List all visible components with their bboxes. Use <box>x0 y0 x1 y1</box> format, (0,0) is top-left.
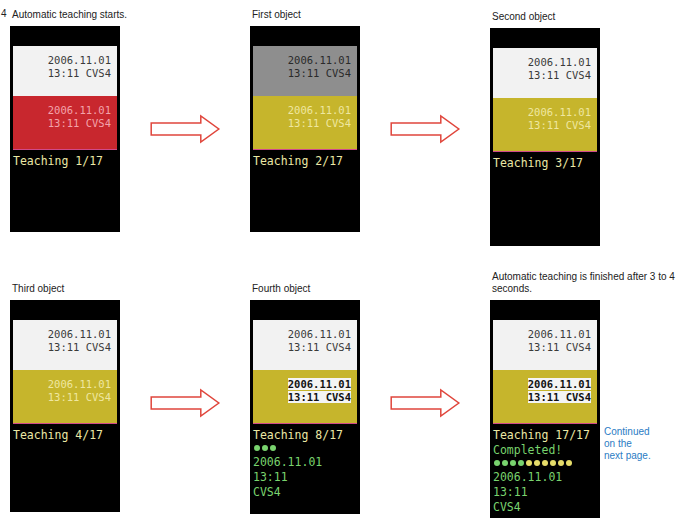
step-caption: Third object <box>12 283 222 295</box>
teaching-status: Teaching 4/17 <box>10 428 120 443</box>
teach-image-band: 2006.11.01 13:11 CVS4 <box>493 98 597 152</box>
reference-image-band: 2006.11.01 13:11 CVS4 <box>253 320 357 370</box>
reference-image-band: 2006.11.01 13:11 CVS4 <box>253 46 357 96</box>
teach-image-band: 2006.11.01 13:11 CVS4 <box>253 370 357 424</box>
image-text: 2006.11.01 13:11 CVS4 <box>48 328 111 353</box>
teach-image-band: 2006.11.01 13:11 CVS4 <box>493 370 597 424</box>
flow-arrow <box>391 116 459 142</box>
image-text: 2006.11.01 13:11 CVS4 <box>288 378 351 403</box>
reference-image-band: 2006.11.01 13:11 CVS4 <box>493 48 597 98</box>
flow-arrow <box>391 390 459 416</box>
teaching-status: Teaching 3/17 <box>490 156 600 171</box>
step-caption: First object <box>252 9 462 21</box>
progress-dots <box>250 443 360 455</box>
image-text: 2006.11.01 13:11 CVS4 <box>288 104 351 129</box>
display-screen: Fourth object2006.11.01 13:11 CVS42006.1… <box>250 300 360 514</box>
reference-image-band: 2006.11.01 13:11 CVS4 <box>13 320 117 370</box>
image-text: 2006.11.01 13:11 CVS4 <box>288 328 351 353</box>
teach-image-band: 2006.11.01 13:11 CVS4 <box>253 96 357 150</box>
flow-arrow <box>151 390 219 416</box>
progress-dot <box>494 460 500 466</box>
image-text: 2006.11.01 13:11 CVS4 <box>528 56 591 81</box>
image-text: 2006.11.01 13:11 CVS4 <box>48 378 111 403</box>
image-text: 2006.11.01 13:11 CVS4 <box>528 106 591 131</box>
progress-dot <box>566 460 572 466</box>
progress-dot <box>550 460 556 466</box>
display-screen: Third object2006.11.01 13:11 CVS42006.11… <box>10 300 120 512</box>
step-caption: Automatic teaching is finished after 3 t… <box>492 271 691 295</box>
progress-dot <box>270 445 276 451</box>
teaching-status: Teaching 1/17 <box>10 154 120 169</box>
display-screen: Second object2006.11.01 13:11 CVS42006.1… <box>490 28 600 246</box>
display-screen: Automatic teaching is finished after 3 t… <box>490 300 600 518</box>
continued-note: Continued on the next page. <box>604 426 652 462</box>
screen-text: 2006.11.01 13:11 <box>250 455 360 485</box>
image-text: 2006.11.01 13:11 CVS4 <box>528 378 591 403</box>
image-text: 2006.11.01 13:11 CVS4 <box>288 54 351 79</box>
screen-text: CVS4 <box>490 500 600 515</box>
step-caption: Automatic teaching starts. <box>12 9 222 21</box>
image-text: 2006.11.01 13:11 CVS4 <box>48 104 111 129</box>
step-caption: Second object <box>492 11 691 23</box>
screen-text: CVS4 <box>250 485 360 500</box>
progress-dot <box>502 460 508 466</box>
screen-text: 2006.11.01 13:11 <box>490 470 600 500</box>
progress-dot <box>254 445 260 451</box>
image-text: 2006.11.01 13:11 CVS4 <box>528 328 591 353</box>
screen-text: Completed! <box>490 443 600 458</box>
reference-image-band: 2006.11.01 13:11 CVS4 <box>493 320 597 370</box>
progress-dot <box>534 460 540 466</box>
reference-image-band: 2006.11.01 13:11 CVS4 <box>13 46 117 96</box>
progress-dots <box>490 458 600 470</box>
teach-image-band: 2006.11.01 13:11 CVS4 <box>13 370 117 424</box>
teach-image-band: 2006.11.01 13:11 CVS4 <box>13 96 117 150</box>
image-text: 2006.11.01 13:11 CVS4 <box>48 54 111 79</box>
progress-dot <box>510 460 516 466</box>
progress-dot <box>542 460 548 466</box>
progress-dot <box>262 445 268 451</box>
display-screen: Automatic teaching starts.2006.11.01 13:… <box>10 26 120 232</box>
flow-arrow <box>151 116 219 142</box>
step-caption: Fourth object <box>252 283 462 295</box>
progress-dot <box>518 460 524 466</box>
step-number: 4 <box>1 8 9 20</box>
display-screen: First object2006.11.01 13:11 CVS42006.11… <box>250 26 360 232</box>
teaching-status: Teaching 8/17 <box>250 428 360 443</box>
teaching-status: Teaching 2/17 <box>250 154 360 169</box>
teaching-status: Teaching 17/17 <box>490 428 600 443</box>
progress-dot <box>526 460 532 466</box>
progress-dot <box>558 460 564 466</box>
